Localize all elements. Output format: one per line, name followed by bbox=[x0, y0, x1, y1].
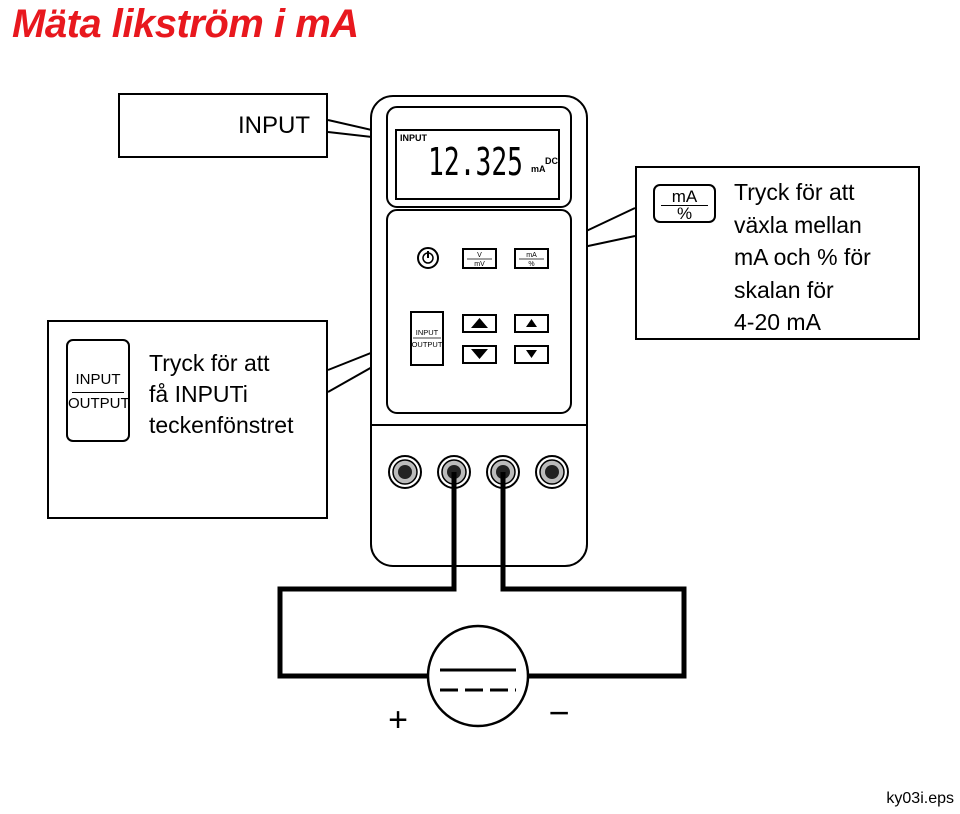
unit-ma: mA bbox=[531, 164, 546, 174]
key-ma-label: mA bbox=[671, 187, 698, 206]
btn-ma-label: mA bbox=[526, 252, 537, 259]
ma-percent-key: mA % bbox=[653, 184, 716, 223]
up-arrow-icon bbox=[471, 318, 488, 328]
unit-dc: DC bbox=[545, 156, 558, 166]
key-output-label: OUTPUT bbox=[68, 395, 130, 412]
display-value: 12.325 bbox=[428, 140, 523, 184]
v-mv-button[interactable]: V mV bbox=[462, 248, 497, 269]
plus-sign: + bbox=[388, 701, 408, 739]
dc-source bbox=[426, 624, 530, 728]
jack-4[interactable] bbox=[535, 455, 569, 489]
ma-percent-callout: mA % Tryck för att växla mellan mA och %… bbox=[635, 166, 920, 340]
page-title: Mäta likström i mA bbox=[12, 2, 359, 46]
btn-input-label: INPUT bbox=[416, 328, 439, 337]
btn-pct-label: % bbox=[528, 261, 534, 268]
input-callout-text: INPUT bbox=[238, 112, 310, 139]
ma-percent-button[interactable]: mA % bbox=[514, 248, 549, 269]
btn-mv-label: mV bbox=[474, 261, 485, 268]
input-output-key: INPUT OUTPUT bbox=[66, 339, 130, 442]
input-callout: INPUT bbox=[118, 93, 328, 158]
key-input-label: INPUT bbox=[75, 371, 121, 388]
btn-v-label: V bbox=[477, 252, 482, 259]
key-divider bbox=[72, 392, 124, 393]
down-arrow-button-left[interactable] bbox=[462, 345, 497, 364]
up-arrow-button-right[interactable] bbox=[514, 314, 549, 333]
file-name: ky03i.eps bbox=[886, 790, 954, 807]
wire-positive bbox=[277, 472, 457, 679]
down-arrow-icon bbox=[526, 350, 537, 358]
key-percent-label: % bbox=[676, 204, 693, 223]
ma-percent-callout-text: Tryck för att växla mellan mA och % för … bbox=[734, 179, 871, 335]
input-output-button[interactable]: INPUT OUTPUT bbox=[410, 311, 444, 366]
up-arrow-icon bbox=[526, 319, 537, 327]
input-output-callout: INPUT OUTPUT Tryck för att få INPUTi tec… bbox=[47, 320, 328, 519]
down-arrow-icon bbox=[471, 349, 488, 359]
key-divider bbox=[661, 205, 708, 206]
display-indicator: INPUT bbox=[400, 133, 428, 143]
lcd-display bbox=[395, 129, 560, 200]
down-arrow-button-right[interactable] bbox=[514, 345, 549, 364]
up-arrow-button-left[interactable] bbox=[462, 314, 497, 333]
jack-1[interactable] bbox=[388, 455, 422, 489]
btn-output-label: OUTPUT bbox=[412, 340, 443, 349]
minus-sign: − bbox=[548, 692, 569, 733]
input-output-callout-text: Tryck för att få INPUTi teckenfönstret bbox=[149, 350, 294, 438]
wire-negative bbox=[500, 472, 687, 679]
